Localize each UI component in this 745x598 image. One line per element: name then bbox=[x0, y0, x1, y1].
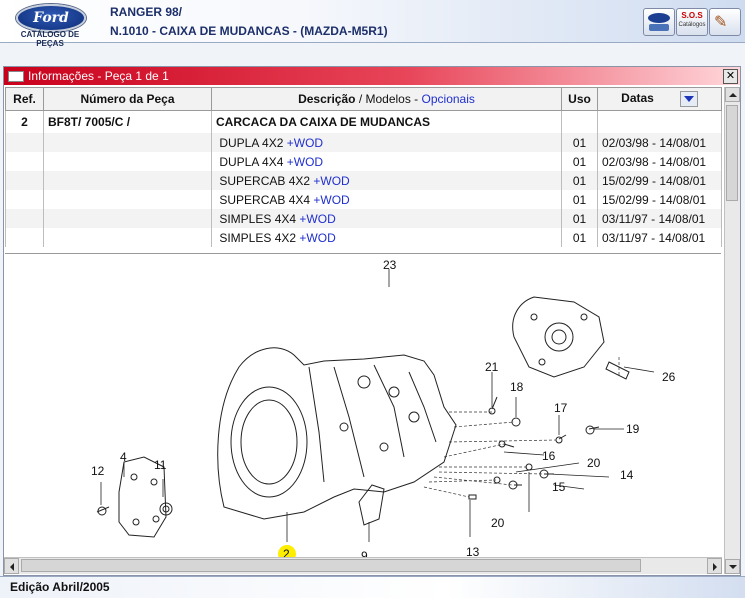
uso-cell: 01 bbox=[561, 228, 598, 247]
callout-label: 19 bbox=[626, 422, 640, 436]
callout-label: 11 bbox=[154, 458, 167, 472]
uso-cell: 01 bbox=[561, 209, 598, 228]
ford-logo: Ford bbox=[16, 4, 86, 32]
table-row[interactable]: SIMPLES 4X4 +WOD 01 03/11/97 - 14/08/01 bbox=[5, 209, 722, 228]
edit-button[interactable]: ✎ bbox=[709, 8, 741, 36]
datas-cell: 02/03/98 - 14/08/01 bbox=[597, 152, 722, 171]
model-cell: SIMPLES 4X4 +WOD bbox=[211, 209, 562, 228]
col-descricao[interactable]: Descrição / Modelos - Opcionais bbox=[211, 87, 562, 111]
scroll-down-icon[interactable] bbox=[725, 559, 740, 574]
catalog-caption: CATÁLOGO DE PEÇAS bbox=[20, 30, 80, 48]
callout-label: 20 bbox=[587, 456, 601, 470]
scroll-up-icon[interactable] bbox=[725, 87, 740, 102]
callout-label: 14 bbox=[620, 468, 634, 482]
table-border bbox=[5, 253, 721, 254]
inspection-cover bbox=[358, 484, 385, 526]
vehicle-title: RANGER 98/ bbox=[110, 5, 183, 19]
callout-leaders bbox=[100, 269, 655, 542]
callout-label: 18 bbox=[510, 380, 524, 394]
horizontal-scroll-thumb[interactable] bbox=[21, 559, 641, 572]
part-datas bbox=[597, 110, 722, 133]
col-desc-main: Descrição bbox=[298, 92, 356, 106]
callout-label: 23 bbox=[383, 258, 397, 272]
col-uso[interactable]: Uso bbox=[561, 87, 598, 111]
table-header: Ref. Número da Peça Descrição / Modelos … bbox=[5, 87, 722, 111]
table-row[interactable]: SUPERCAB 4X4 +WOD 01 15/02/99 - 14/08/01 bbox=[5, 190, 722, 209]
uso-cell: 01 bbox=[561, 171, 598, 190]
exploded-diagram: 23 21 18 26 17 19 16 20 14 15 20 13 9 2 … bbox=[91, 258, 676, 557]
col-ref[interactable]: Ref. bbox=[5, 87, 44, 111]
table-row[interactable]: SUPERCAB 4X2 +WOD 01 15/02/99 - 14/08/01 bbox=[5, 171, 722, 190]
table-row[interactable]: 2 BF8T/ 7005/C / CARCACA DA CAIXA DE MUD… bbox=[5, 110, 722, 133]
status-bar: Edição Abril/2005 bbox=[0, 576, 745, 598]
model-cell: DUPLA 4X2 +WOD bbox=[211, 133, 562, 152]
uso-cell: 01 bbox=[561, 152, 598, 171]
vertical-scroll-thumb[interactable] bbox=[726, 105, 738, 201]
datas-cell: 02/03/98 - 14/08/01 bbox=[597, 133, 722, 152]
ford-catalog-button[interactable] bbox=[643, 8, 675, 36]
sort-down-icon[interactable] bbox=[679, 91, 698, 107]
callout-label: 20 bbox=[491, 516, 505, 530]
horizontal-scrollbar[interactable] bbox=[4, 557, 722, 574]
close-button[interactable]: ✕ bbox=[723, 69, 738, 84]
model-cell: SUPERCAB 4X4 +WOD bbox=[211, 190, 562, 209]
scroll-left-icon[interactable] bbox=[4, 558, 19, 574]
col-numero[interactable]: Número da Peça bbox=[43, 87, 212, 111]
vertical-scrollbar[interactable] bbox=[724, 87, 740, 574]
model-cell: SIMPLES 4X2 +WOD bbox=[211, 228, 562, 247]
model-cell: SUPERCAB 4X2 +WOD bbox=[211, 171, 562, 190]
datas-cell: 03/11/97 - 14/08/01 bbox=[597, 228, 722, 247]
uso-cell: 01 bbox=[561, 133, 598, 152]
callout-label: 9 bbox=[361, 549, 368, 557]
callout-label: 13 bbox=[466, 545, 480, 557]
col-datas[interactable]: Datas bbox=[597, 87, 722, 111]
callout-label: 26 bbox=[662, 370, 676, 384]
col-desc-opcionais: Opcionais bbox=[421, 92, 475, 106]
app-header: Ford CATÁLOGO DE PEÇAS RANGER 98/ N.1010… bbox=[0, 0, 745, 48]
part-uso bbox=[561, 110, 598, 133]
col-desc-sep: / Modelos - bbox=[358, 92, 419, 106]
info-titlebar: Informações - Peça 1 de 1 ✕ bbox=[4, 67, 740, 85]
callout-highlight bbox=[278, 545, 296, 557]
part-ref: 2 bbox=[5, 110, 44, 133]
transmission-housing bbox=[217, 347, 457, 520]
ford-catalog-icon bbox=[648, 13, 670, 23]
callout-label: 15 bbox=[552, 480, 566, 494]
datas-cell: 03/11/97 - 14/08/01 bbox=[597, 209, 722, 228]
model-cell: DUPLA 4X4 +WOD bbox=[211, 152, 562, 171]
uso-cell: 01 bbox=[561, 190, 598, 209]
datas-cell: 15/02/99 - 14/08/01 bbox=[597, 190, 722, 209]
parts-table: Ref. Número da Peça Descrição / Modelos … bbox=[5, 87, 722, 247]
scroll-right-icon[interactable] bbox=[707, 558, 722, 574]
window-icon bbox=[8, 71, 24, 82]
edition-label: Edição Abril/2005 bbox=[10, 580, 110, 594]
part-number: BF8T/ 7005/C / bbox=[43, 110, 212, 133]
callout-label-highlighted: 2 bbox=[283, 547, 290, 557]
table-row[interactable]: DUPLA 4X2 +WOD 01 02/03/98 - 14/08/01 bbox=[5, 133, 722, 152]
sos-label: S.O.S bbox=[681, 11, 703, 20]
callout-label: 16 bbox=[542, 449, 556, 463]
sos-catalog-button[interactable]: S.O.S Catálogos bbox=[676, 8, 708, 36]
table-row[interactable]: DUPLA 4X4 +WOD 01 02/03/98 - 14/08/01 bbox=[5, 152, 722, 171]
fasteners bbox=[468, 396, 600, 500]
pencil-icon: ✎ bbox=[714, 14, 728, 31]
datas-cell: 15/02/99 - 14/08/01 bbox=[597, 171, 722, 190]
part-description: CARCACA DA CAIXA DE MUDANCAS bbox=[211, 110, 562, 133]
callout-label: 21 bbox=[485, 360, 499, 374]
table-row[interactable]: SIMPLES 4X2 +WOD 01 03/11/97 - 14/08/01 bbox=[5, 228, 722, 247]
sos-sub-label: Catálogos bbox=[678, 22, 706, 28]
side-cover bbox=[96, 456, 173, 538]
info-window-title: Informações - Peça 1 de 1 bbox=[28, 69, 169, 83]
callout-labels: 23 21 18 26 17 19 16 20 14 15 20 13 9 2 … bbox=[91, 258, 676, 557]
group-title: N.1010 - CAIXA DE MUDANCAS - (MAZDA-M5R1… bbox=[110, 24, 388, 38]
callout-label: 12 bbox=[91, 464, 105, 478]
info-window: Informações - Peça 1 de 1 ✕ Ref. Número … bbox=[3, 66, 741, 576]
callout-label: 17 bbox=[554, 401, 568, 415]
col-datas-label: Datas bbox=[621, 91, 654, 106]
rear-extension bbox=[512, 296, 630, 380]
car-icon bbox=[649, 24, 669, 31]
leader-lines bbox=[423, 357, 620, 498]
callout-label: 4 bbox=[120, 450, 127, 464]
